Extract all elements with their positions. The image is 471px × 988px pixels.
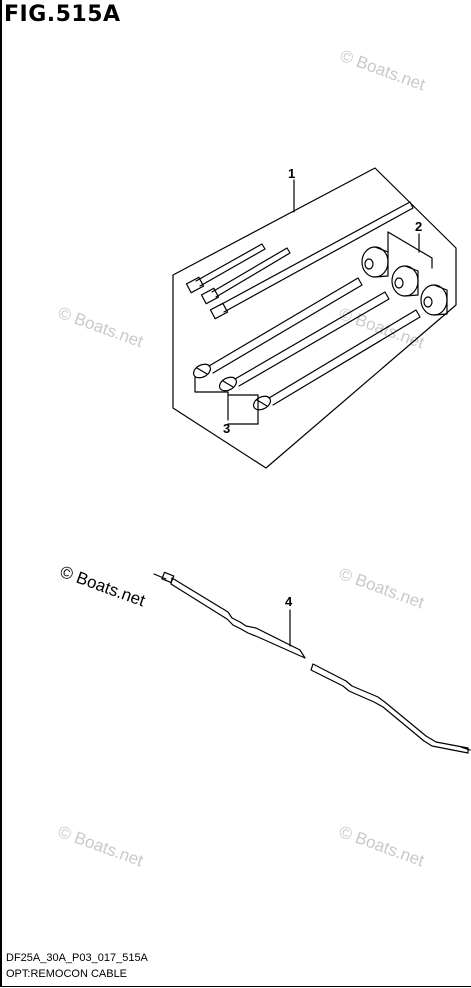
diagram-name: OPT:REMOCON CABLE: [6, 968, 128, 980]
callout-3: 3: [223, 421, 231, 436]
remocon-cable: [153, 571, 471, 754]
bolt-1: [192, 277, 363, 379]
diagram-code: DF25A_30A_P03_017_515A: [6, 952, 148, 964]
bolt-2: [218, 291, 390, 392]
callout-2: 2: [415, 219, 423, 234]
callout-3-bracket: [194, 376, 259, 425]
cable-tie-long: [209, 201, 414, 320]
cable-tie-short: [185, 243, 266, 294]
kit-box-outline: [172, 167, 457, 469]
collar-1: [361, 246, 389, 278]
callout-1: 1: [288, 166, 296, 181]
collar-3: [420, 284, 448, 316]
callout-4: 4: [285, 594, 293, 609]
figure-title: FIG.515A: [4, 2, 121, 27]
bolt-3: [252, 309, 421, 411]
cable-tie-medium: [200, 247, 291, 305]
callout-2-bracket: [387, 231, 433, 269]
collar-2: [391, 265, 419, 297]
